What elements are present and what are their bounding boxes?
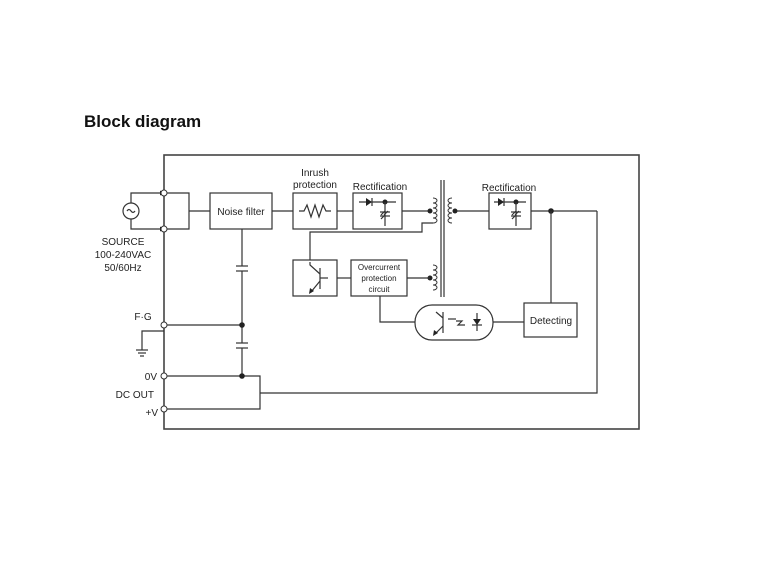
noise-filter-label: Noise filter: [217, 207, 265, 218]
junction-dot: [239, 322, 245, 328]
input-wire: [164, 192, 190, 230]
photocoupler-icon: [433, 311, 482, 336]
resistor-icon: [299, 203, 331, 219]
plus-v-label: +V: [145, 408, 158, 419]
inrush-label-line-1: Inrush: [301, 168, 329, 179]
overcurrent-label-line-3: circuit: [369, 285, 391, 294]
ac-source-icon: [122, 190, 164, 232]
photocoupler-block: [414, 304, 494, 341]
detecting-block: [523, 302, 578, 338]
ac-input-terminal-2: [160, 225, 168, 233]
rectification-primary-block: [352, 192, 403, 230]
capacitor-icon: [234, 265, 250, 272]
dc-out-label: DC OUT: [116, 390, 154, 401]
enclosure-outline: [163, 154, 640, 430]
overcurrent-label-line-1: Overcurrent: [358, 263, 401, 272]
source-label-line-1: SOURCE: [102, 237, 145, 248]
diode-capacitor-icon: [359, 198, 396, 226]
ground-icon: [136, 330, 164, 357]
overcurrent-to-photocoupler-wire: [379, 296, 415, 323]
junction-dot: [239, 373, 245, 379]
capacitor-icon: [234, 342, 250, 349]
ac-input-terminal-1: [160, 189, 168, 197]
fg-label: F·G: [134, 312, 151, 323]
zero-v-label: 0V: [145, 372, 158, 383]
rectification-secondary-block: [488, 192, 532, 230]
output-return-wire: [260, 211, 598, 394]
switching-transistor-block: [292, 259, 338, 297]
source-label-line-3: 50/60Hz: [104, 263, 141, 274]
inrush-label-line-2: protection: [293, 180, 337, 191]
primary-to-switch-wire: [309, 222, 433, 260]
fg-terminal: [160, 321, 168, 329]
rectification-primary-label: Rectification: [353, 182, 407, 193]
zero-v-terminal: [160, 372, 168, 380]
diode-capacitor-icon: [494, 198, 526, 226]
rectification-secondary-label: Rectification: [482, 183, 536, 194]
source-label-line-2: 100-240VAC: [95, 250, 152, 261]
noise-filter-block: [209, 192, 273, 230]
transformer-icon: [427, 180, 458, 297]
dc-out-bracket-wire: [164, 375, 261, 410]
diagram-title: Block diagram: [84, 112, 202, 131]
detecting-label: Detecting: [530, 316, 572, 327]
plus-v-terminal: [160, 405, 168, 413]
transistor-icon: [309, 262, 328, 294]
overcurrent-label-line-2: protection: [361, 274, 396, 283]
